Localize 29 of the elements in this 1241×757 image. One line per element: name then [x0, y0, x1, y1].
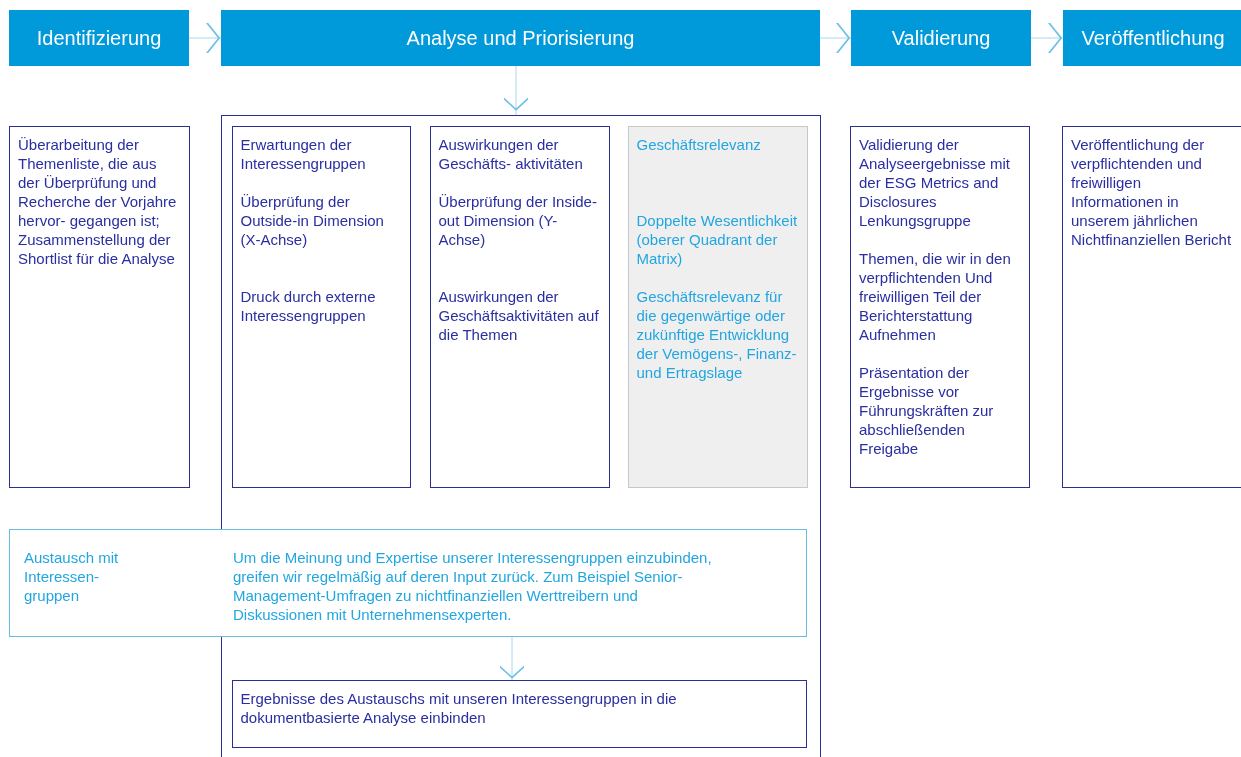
box-text: Veröffentlichung der verpflichtenden und freiwilligen Informationen in unserem jährlichen Nichtfinanziellen Bericht — [1071, 135, 1233, 249]
text-box — [1062, 126, 1241, 488]
box-text: Geschäftsrelevanz für die gegenwärtige oder zukünftige Entwicklung der Vemögens-, Finanz- und Ertragslage — [636, 286, 798, 382]
box-text: Auswirkungen der Geschäftsaktivitäten auf die Themen — [438, 286, 600, 344]
stage-header: Veröffentlichung — [1063, 10, 1241, 66]
box-text: Geschäftsrelevanz — [636, 134, 762, 154]
text-box — [429, 125, 610, 488]
box-text: Auswirkungen der Geschäfts- aktivitäten — [438, 134, 584, 173]
stage-header: Analyse und Priorisierung — [221, 10, 820, 66]
box-text: Überprüfung der Outside-in Dimension (X-Achse) — [240, 191, 385, 249]
box-text: Druck durch externe Interessengruppen — [240, 286, 377, 325]
text-box — [9, 126, 190, 488]
box-text: Themen, die wir in den verpflichtenden Und freiwilligen Teil der Berichterstattung Aufnehmen — [859, 249, 1012, 344]
box-heading: Austausch mit Interessen- gruppen — [24, 548, 120, 605]
box-text: Überarbeitung der Themenliste, die aus der Überprüfung und Recherche der Vorjahre hervor- gegangen ist; Zusammenstellung der Shortlist für die Analyse — [18, 135, 178, 268]
box-text: Doppelte Wesentlichkeit (oberer Quadrant der Matrix) — [636, 210, 799, 268]
stage-header: Validierung — [851, 10, 1031, 66]
stage-header: Identifizierung — [9, 10, 189, 66]
text-box — [231, 679, 807, 748]
highlight-box — [627, 125, 808, 488]
box-text: Ergebnisse des Austauschs mit unseren Interessengruppen in die dokumentbasierte Analyse einbinden — [240, 688, 678, 727]
text-box — [231, 125, 411, 488]
box-text: Überprüfung der Inside-out Dimension (Y-Achse) — [438, 191, 598, 249]
info-box — [9, 529, 807, 637]
box-text: Validierung der Analyseergebnisse mit der ESG Metrics and Disclosures Lenkungsgruppe — [859, 135, 1011, 230]
box-text: Präsentation der Ergebnisse vor Führungskräften zur abschließenden Freigabe — [859, 363, 995, 458]
box-text: Um die Meinung und Expertise unserer Interessengruppen einzubinden, greifen wir regelmäßig auf deren Input zurück. Zum Beispiel Senior-Management-Umfragen zu nichtfinanziellen Werttreibern und Diskussionen mit Unternehmensexperten. — [233, 548, 713, 624]
box-text: Erwartungen der Interessengruppen — [240, 134, 367, 173]
text-box — [850, 126, 1030, 488]
